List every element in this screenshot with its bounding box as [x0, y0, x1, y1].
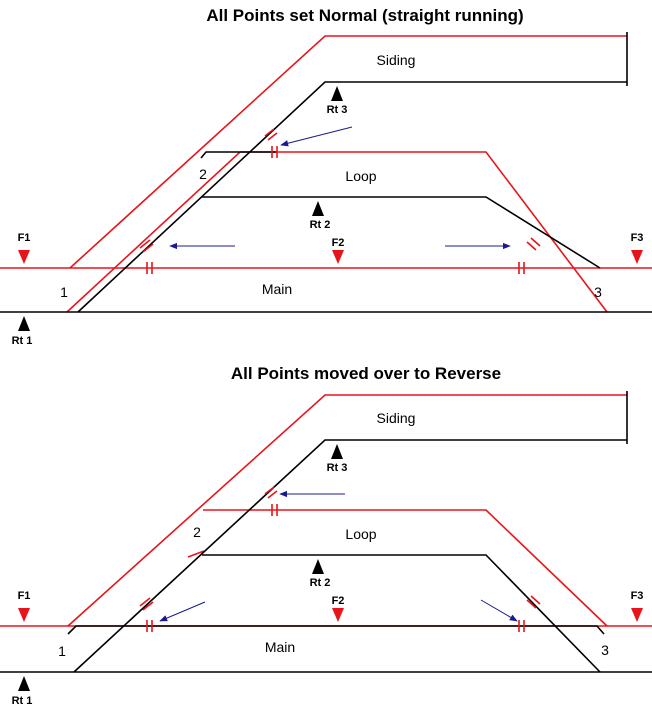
point-3-label: 3 — [594, 284, 602, 300]
point-2-label: 2 — [193, 524, 201, 540]
signal-f2-triangle — [332, 608, 344, 622]
insulated-joints — [139, 128, 541, 274]
reverse-diagram: All Points moved over to Reverse F1 F2 — [0, 364, 652, 707]
signal-rt3-triangle — [331, 86, 343, 101]
main-label: Main — [262, 281, 292, 297]
reverse-title: All Points moved over to Reverse — [231, 364, 501, 383]
loop-switch-red — [187, 550, 205, 558]
point-1-label: 1 — [58, 643, 66, 659]
arrow — [280, 126, 353, 147]
main-switch-rail — [67, 625, 605, 635]
loop-switch-rail — [200, 151, 276, 159]
signal-rt2-label: Rt 2 — [310, 219, 331, 231]
siding-red-rail — [69, 35, 627, 269]
signal-rt3-label: Rt 3 — [327, 462, 348, 474]
signal-f2-label: F2 — [332, 595, 345, 607]
signal-f3-triangle — [631, 250, 643, 264]
signal-rt1-label: Rt 1 — [12, 695, 33, 707]
signal-f1-triangle — [18, 250, 30, 264]
signal-rt1-label: Rt 1 — [12, 335, 33, 347]
siding-red-rail — [67, 394, 627, 627]
loop-red-rail — [203, 509, 608, 627]
signal-rt2-triangle — [312, 559, 324, 574]
loop-black-rail — [202, 554, 601, 673]
signal-rt3-triangle — [331, 444, 343, 459]
normal-diagram: All Points set Normal (straight running)… — [0, 6, 652, 347]
signal-f2-label: F2 — [332, 237, 345, 249]
signal-rt3-label: Rt 3 — [327, 104, 348, 116]
signal-rt1-triangle — [18, 676, 30, 691]
point-1-label: 1 — [60, 284, 68, 300]
main-label: Main — [265, 639, 295, 655]
loop-label: Loop — [345, 526, 376, 542]
loop-red-rail — [66, 151, 608, 313]
signal-f2-triangle — [332, 250, 344, 264]
arrow — [159, 601, 206, 622]
signal-f1-label: F1 — [18, 232, 31, 244]
signal-f1-triangle — [18, 608, 30, 622]
loop-black-rail — [202, 196, 601, 269]
siding-label: Siding — [377, 52, 416, 68]
insulated-joints — [139, 486, 541, 632]
signal-f3-triangle — [631, 608, 643, 622]
point-2-label: 2 — [199, 166, 207, 182]
signal-f1-label: F1 — [18, 590, 31, 602]
signal-rt2-label: Rt 2 — [310, 577, 331, 589]
normal-title: All Points set Normal (straight running) — [206, 6, 523, 25]
arrow — [480, 599, 518, 622]
siding-label: Siding — [377, 410, 416, 426]
signal-rt2-triangle — [312, 201, 324, 216]
point-3-label: 3 — [601, 642, 609, 658]
siding-black-rail — [73, 439, 627, 673]
signal-f3-label: F3 — [631, 232, 644, 244]
signal-f3-label: F3 — [631, 590, 644, 602]
signal-rt1-triangle — [18, 316, 30, 331]
loop-label: Loop — [345, 168, 376, 184]
siding-black-rail — [77, 81, 627, 313]
